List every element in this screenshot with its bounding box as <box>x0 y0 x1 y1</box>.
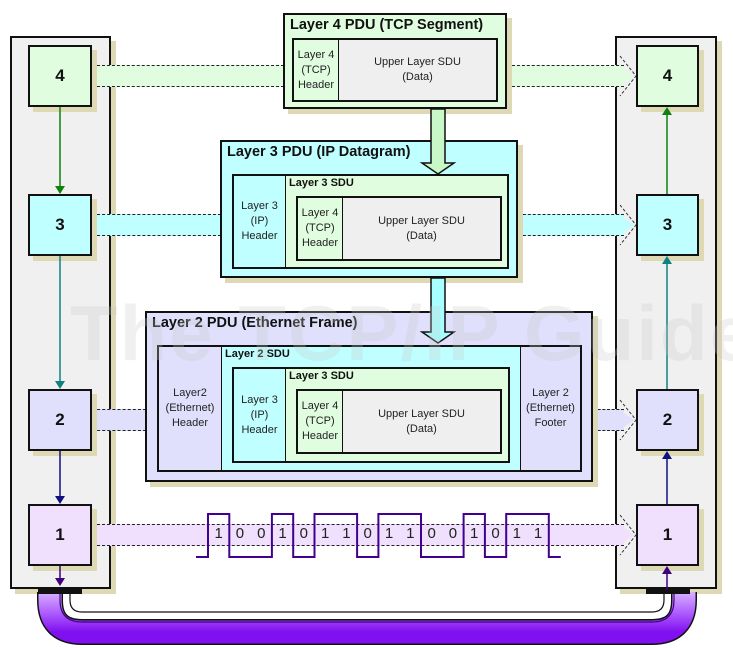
layer-2-sdu: Layer 2 SDU Layer 3 (IP) Header Layer 3 … <box>222 347 520 470</box>
upper-layer-data: Upper Layer SDU (Data) <box>343 391 500 452</box>
sdu-title: Layer 3 SDU <box>289 177 354 189</box>
sdu-title: Layer 3 SDU <box>289 370 354 382</box>
layer-3-pdu: Layer 3 PDU (IP Datagram) Layer 3 (IP) H… <box>220 140 518 278</box>
layer-3-sdu: Layer 3 SDU Layer 4 (TCP) Header Upper L… <box>286 176 507 267</box>
left-cable-connector <box>38 589 82 594</box>
sender-layer-3[interactable]: 3 <box>28 194 92 256</box>
bit: 1 <box>533 525 543 542</box>
ip-datagram-fields: Layer 3 (IP) Header Layer 3 SDU Layer 4 … <box>232 367 510 463</box>
bit: 0 <box>491 525 500 542</box>
arrow-down-icon <box>55 186 65 194</box>
arrow-down-icon <box>55 578 65 586</box>
bit: 0 <box>448 525 458 542</box>
tcp-header: Layer 4 (TCP) Header <box>294 40 339 100</box>
layer-number: 1 <box>662 525 673 544</box>
layer-number: 4 <box>662 66 673 85</box>
receiver-layer-4[interactable]: 4 <box>636 45 699 107</box>
layer-number: 2 <box>662 410 673 429</box>
arrow-down-icon <box>55 496 65 504</box>
sender-layer-1[interactable]: 1 <box>28 504 92 566</box>
bit: 0 <box>235 525 245 542</box>
ethernet-frame-fields: Layer2 (Ethernet) Header Layer 2 SDU Lay… <box>157 345 582 472</box>
bit: 1 <box>278 525 287 542</box>
tcp-segment-fields: Layer 4 (TCP) Header Upper Layer SDU (Da… <box>296 196 502 261</box>
pdu-title: Layer 3 PDU (IP Datagram) <box>227 144 411 160</box>
receiver-layer-1[interactable]: 1 <box>636 504 699 566</box>
arrow-down-icon <box>55 381 65 389</box>
arrow-up-icon <box>662 451 672 459</box>
square-wave-signal <box>196 513 561 558</box>
receiver-protocol-stack <box>615 36 717 589</box>
sender-layer-4[interactable]: 4 <box>28 45 92 107</box>
bit: 1 <box>406 525 415 542</box>
peer-band-layer-3-right <box>518 214 624 236</box>
peer-band-layer-4-left <box>92 65 284 87</box>
bit: 1 <box>342 525 351 542</box>
right-cable-connector <box>646 589 690 594</box>
layer-3-sdu: Layer 3 SDU Layer 4 (TCP) Header Upper L… <box>286 369 508 461</box>
layer-number: 3 <box>662 215 673 234</box>
bit: 1 <box>214 525 223 542</box>
bit: 0 <box>257 525 266 542</box>
peer-band-layer-2-left <box>92 409 146 431</box>
ip-header: Layer 3 (IP) Header <box>234 369 286 461</box>
bit: 1 <box>384 525 394 542</box>
peer-band-layer-4-right <box>507 65 624 87</box>
pdu-title: Layer 4 PDU (TCP Segment) <box>290 17 484 33</box>
bit: 1 <box>470 525 479 542</box>
tcp-header: Layer 4 (TCP) Header <box>298 198 343 259</box>
pdu-title: Layer 2 PDU (Ethernet Frame) <box>152 315 358 331</box>
tcp-segment-fields: Layer 4 (TCP) Header Upper Layer SDU (Da… <box>292 38 498 102</box>
upper-layer-data: Upper Layer SDU (Data) <box>339 40 496 100</box>
layer-number: 2 <box>55 410 65 429</box>
ethernet-header: Layer2 (Ethernet) Header <box>159 347 222 470</box>
receiver-layer-2[interactable]: 2 <box>636 389 699 451</box>
bit: 1 <box>512 525 521 542</box>
upper-layer-data: Upper Layer SDU (Data) <box>343 198 500 259</box>
layer-number: 4 <box>55 66 65 85</box>
bit: 1 <box>320 525 330 542</box>
tcp-segment-fields: Layer 4 (TCP) Header Upper Layer SDU (Da… <box>296 389 502 454</box>
layer-number: 1 <box>55 525 65 544</box>
layer-number: 3 <box>55 215 65 234</box>
layer-4-pdu: Layer 4 PDU (TCP Segment) Layer 4 (TCP) … <box>283 13 507 109</box>
bit: 0 <box>363 525 372 542</box>
arrow-up-icon <box>662 107 672 115</box>
ip-header: Layer 3 (IP) Header <box>234 176 286 267</box>
peer-band-layer-2-right <box>593 409 624 431</box>
bit: 0 <box>299 525 308 542</box>
sdu-title: Layer 2 SDU <box>225 348 290 360</box>
peer-band-layer-3-left <box>92 214 221 236</box>
receiver-layer-3[interactable]: 3 <box>636 194 699 256</box>
ethernet-footer: Layer 2 (Ethernet) Footer <box>520 347 580 470</box>
layer-2-pdu: Layer 2 PDU (Ethernet Frame) Layer2 (Eth… <box>145 311 593 482</box>
ip-datagram-fields: Layer 3 (IP) Header Layer 3 SDU Layer 4 … <box>232 174 509 269</box>
tcp-header: Layer 4 (TCP) Header <box>298 391 343 452</box>
arrow-up-icon <box>662 256 672 264</box>
sender-layer-2[interactable]: 2 <box>28 389 92 451</box>
arrow-up-icon <box>662 566 672 574</box>
bit: 0 <box>427 525 436 542</box>
